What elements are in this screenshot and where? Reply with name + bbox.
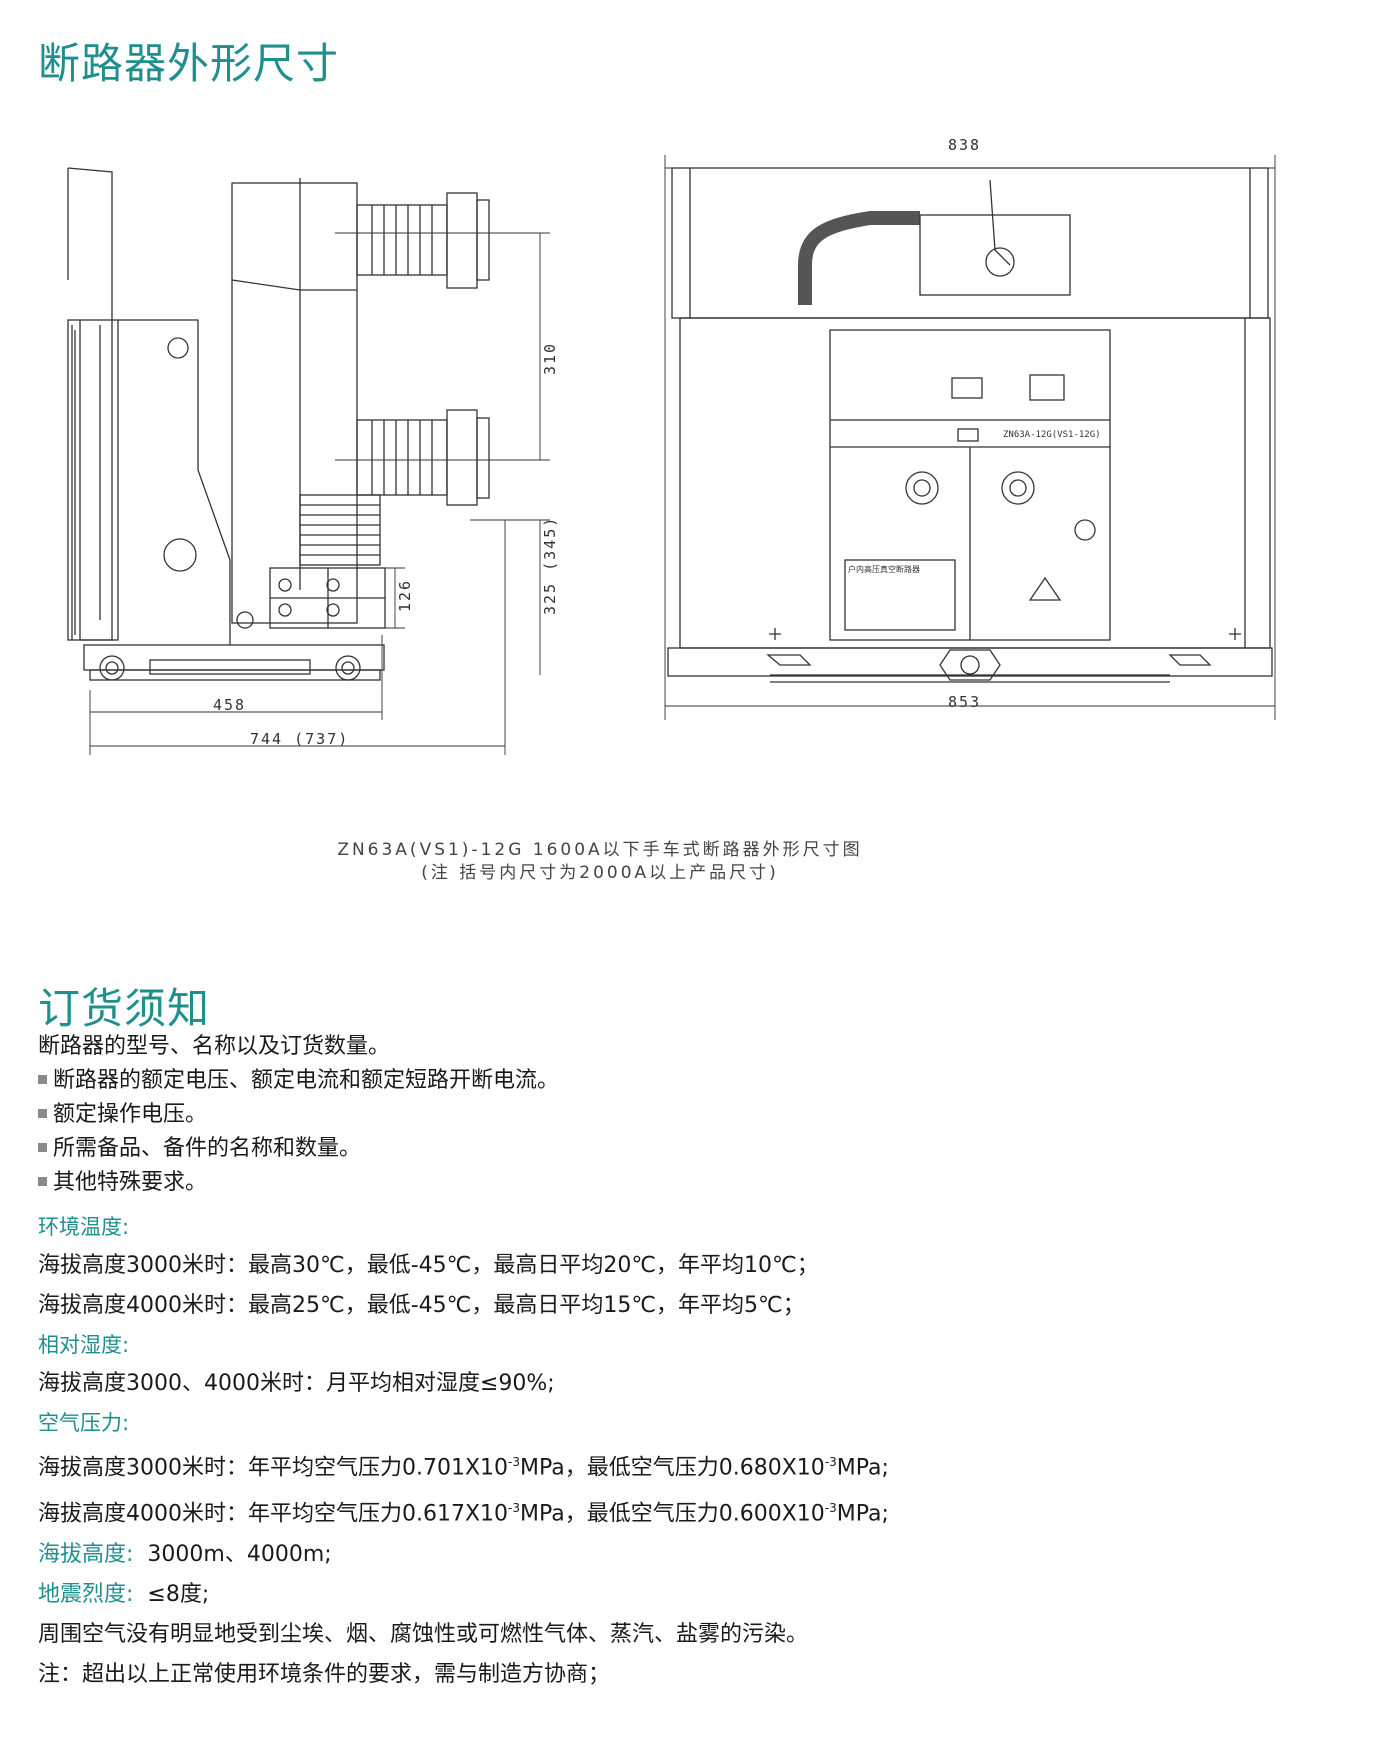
temperature-line-3000: 海拔高度3000米时：最高30℃，最低-45℃，最高日平均20℃，年平均10℃；: [38, 1253, 819, 1278]
nameplate-title: 户内高压真空断路器: [848, 564, 920, 574]
intro-line: 断路器的型号、名称以及订货数量。: [38, 1034, 391, 1059]
section-title-dimensions: 断路器外形尺寸: [38, 39, 340, 88]
bullet-item: 额定操作电压。: [38, 1098, 1358, 1132]
dim-458: 458: [213, 696, 246, 714]
panel-model-label: ZN63A-12G(VS1-12G): [1003, 430, 1101, 440]
bullet-icon: [38, 1142, 47, 1152]
humidity-label: 相对湿度:: [38, 1333, 130, 1357]
section-title-ordering: 订货须知: [38, 984, 211, 1033]
bullet-icon: [38, 1176, 47, 1186]
bullet-item: 所需备品、备件的名称和数量。: [38, 1132, 1358, 1166]
dim-325: 325 (345): [541, 516, 559, 615]
right-front-view: [664, 155, 1276, 720]
pollution-line: 周围空气没有明显地受到尘埃、烟、腐蚀性或可燃性气体、蒸汽、盐雾的污染。: [38, 1621, 809, 1647]
dim-838: 838: [948, 136, 981, 154]
dim-310: 310: [541, 342, 559, 375]
lower-terminal: [299, 409, 490, 566]
pressure-label: 空气压力:: [38, 1411, 130, 1435]
right-labels: 838 853 ZN63A-12G(VS1-12G) 户内高压真空断路器: [848, 136, 1101, 711]
note-line: 注：超出以上正常使用环境条件的要求，需与制造方协商；: [38, 1661, 611, 1687]
left-side-view: [67, 167, 550, 755]
bullet-icon: [38, 1074, 47, 1084]
drawing-caption: ZN63A(VS1)-12G 1600A以下手车式断路器外形尺寸图: [337, 840, 863, 860]
temperature-label: 环境温度:: [38, 1215, 130, 1239]
seismic-line: 地震烈度: ≤8度;: [38, 1581, 210, 1607]
dim-126: 126: [396, 579, 414, 612]
technical-drawing: 458 744 (737) 310 325 (345) 126: [67, 136, 1276, 755]
bullet-item: 断路器的额定电压、额定电流和额定短路开断电流。: [38, 1064, 1358, 1098]
bullet-icon: [38, 1108, 47, 1118]
drawing-caption-note: (注 括号内尺寸为2000A以上产品尺寸): [421, 863, 779, 883]
ordering-notes: 断路器的型号、名称以及订货数量。 断路器的额定电压、额定电流和额定短路开断电流。…: [38, 1030, 1358, 1695]
bullet-item: 其他特殊要求。: [38, 1166, 1358, 1200]
left-dimensions: 458 744 (737) 310 325 (345) 126: [213, 342, 559, 748]
humidity-line: 海拔高度3000、4000米时：月平均相对湿度≤90%;: [38, 1371, 555, 1396]
dim-853: 853: [948, 693, 981, 711]
temperature-line-4000: 海拔高度4000米时：最高25℃，最低-45℃，最高日平均15℃，年平均5℃；: [38, 1293, 805, 1318]
dim-744: 744 (737): [250, 730, 349, 748]
pressure-line-4000: 海拔高度4000米时：年平均空气压力0.617X10-3MPa，最低空气压力0.…: [38, 1501, 889, 1527]
altitude-line: 海拔高度: 3000m、4000m;: [38, 1541, 332, 1567]
upper-terminal: [356, 192, 490, 289]
pressure-line-3000: 海拔高度3000米时：年平均空气压力0.701X10-3MPa，最低空气压力0.…: [38, 1455, 889, 1481]
